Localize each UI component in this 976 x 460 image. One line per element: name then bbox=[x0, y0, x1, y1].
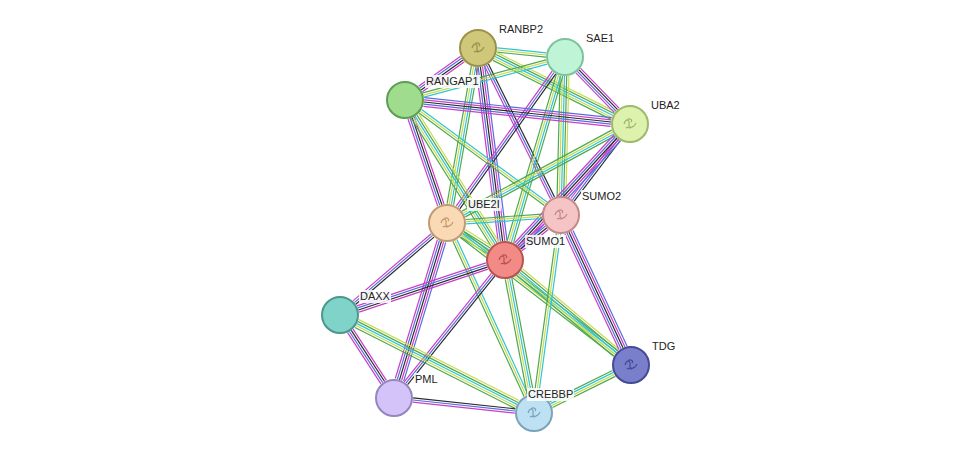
evidence-line bbox=[505, 279, 527, 395]
evidence-line bbox=[411, 118, 491, 246]
interaction-edge bbox=[413, 398, 516, 413]
structure-icon bbox=[466, 36, 490, 60]
evidence-line bbox=[565, 234, 619, 350]
interaction-edge bbox=[466, 214, 542, 224]
interaction-edge bbox=[505, 278, 533, 395]
interaction-edge bbox=[456, 71, 556, 209]
evidence-line bbox=[395, 240, 437, 379]
evidence-line bbox=[465, 136, 615, 217]
evidence-line bbox=[577, 71, 616, 111]
interaction-edge bbox=[462, 130, 615, 217]
evidence-line bbox=[463, 234, 617, 353]
interaction-edge bbox=[460, 232, 618, 356]
structure-icon bbox=[618, 112, 642, 136]
evidence-line bbox=[464, 232, 618, 351]
interaction-edge bbox=[576, 68, 619, 112]
evidence-line bbox=[348, 333, 381, 384]
node-label: DAXX bbox=[359, 290, 391, 303]
evidence-line bbox=[571, 231, 625, 347]
structure-icon bbox=[393, 88, 417, 112]
evidence-line bbox=[569, 232, 623, 348]
interaction-edge bbox=[534, 234, 560, 395]
protein-node: RANBP2 bbox=[459, 29, 497, 67]
protein-node: SAE1 bbox=[546, 38, 584, 76]
protein-node: PML bbox=[375, 379, 413, 417]
protein-node: DAXX bbox=[321, 296, 359, 334]
protein-node: SUMO1 bbox=[486, 241, 524, 279]
structure-icon bbox=[553, 45, 577, 69]
protein-node: UBE2I bbox=[428, 204, 466, 242]
evidence-line bbox=[356, 237, 434, 304]
node-label: SAE1 bbox=[585, 32, 615, 45]
protein-node: TDG bbox=[612, 346, 650, 384]
evidence-line bbox=[353, 329, 386, 380]
structure-icon bbox=[549, 203, 573, 227]
evidence-line bbox=[413, 402, 515, 413]
protein-node: RANGAP1 bbox=[386, 81, 424, 119]
node-label: RANGAP1 bbox=[425, 75, 480, 88]
evidence-line bbox=[413, 400, 515, 411]
node-label: RANBP2 bbox=[498, 23, 544, 36]
evidence-line bbox=[581, 68, 620, 108]
protein-node: SUMO2 bbox=[542, 196, 580, 234]
interaction-edge bbox=[565, 230, 627, 349]
evidence-line bbox=[424, 102, 611, 122]
node-label: SUMO2 bbox=[581, 190, 622, 203]
interaction-edge bbox=[476, 66, 507, 241]
evidence-line bbox=[400, 241, 442, 380]
evidence-line bbox=[397, 241, 439, 380]
node-label: PML bbox=[414, 373, 439, 386]
node-label: UBE2I bbox=[467, 198, 501, 211]
evidence-line bbox=[461, 236, 615, 355]
evidence-line bbox=[517, 276, 614, 357]
protein-node: UBA2 bbox=[611, 105, 649, 143]
evidence-line bbox=[537, 234, 559, 394]
structure-icon bbox=[522, 401, 546, 425]
structure-icon bbox=[435, 211, 459, 235]
evidence-line bbox=[567, 233, 621, 349]
interaction-edge bbox=[411, 114, 498, 246]
evidence-line bbox=[358, 265, 487, 308]
evidence-line bbox=[466, 214, 542, 219]
node-label: TDG bbox=[651, 340, 676, 353]
evidence-line bbox=[424, 104, 611, 124]
node-label: SUMO1 bbox=[525, 235, 566, 248]
structure-icon bbox=[328, 303, 352, 327]
structure-icon bbox=[619, 353, 643, 377]
evidence-line bbox=[357, 263, 486, 306]
evidence-line bbox=[404, 273, 491, 381]
evidence-line bbox=[413, 117, 493, 245]
evidence-line bbox=[358, 267, 487, 310]
protein-node: CREBBP bbox=[515, 394, 553, 432]
evidence-line bbox=[423, 106, 610, 126]
evidence-line bbox=[576, 73, 615, 113]
node-label: CREBBP bbox=[527, 388, 574, 401]
evidence-line bbox=[510, 279, 532, 395]
evidence-line bbox=[539, 234, 561, 394]
evidence-line bbox=[579, 70, 618, 110]
node-label: UBA2 bbox=[650, 99, 681, 112]
interaction-edge bbox=[557, 76, 569, 196]
evidence-line bbox=[423, 62, 546, 95]
structure-icon bbox=[382, 386, 406, 410]
evidence-line bbox=[573, 230, 627, 346]
evidence-line bbox=[515, 135, 614, 243]
evidence-line bbox=[512, 278, 534, 394]
structure-icon bbox=[493, 248, 517, 272]
evidence-line bbox=[453, 241, 524, 396]
evidence-line bbox=[415, 116, 495, 244]
evidence-line bbox=[508, 279, 530, 395]
evidence-line bbox=[417, 115, 497, 243]
evidence-line bbox=[406, 275, 493, 383]
evidence-line bbox=[534, 234, 556, 394]
interaction-edge bbox=[423, 98, 611, 127]
evidence-line bbox=[424, 64, 547, 97]
evidence-line bbox=[518, 274, 615, 355]
